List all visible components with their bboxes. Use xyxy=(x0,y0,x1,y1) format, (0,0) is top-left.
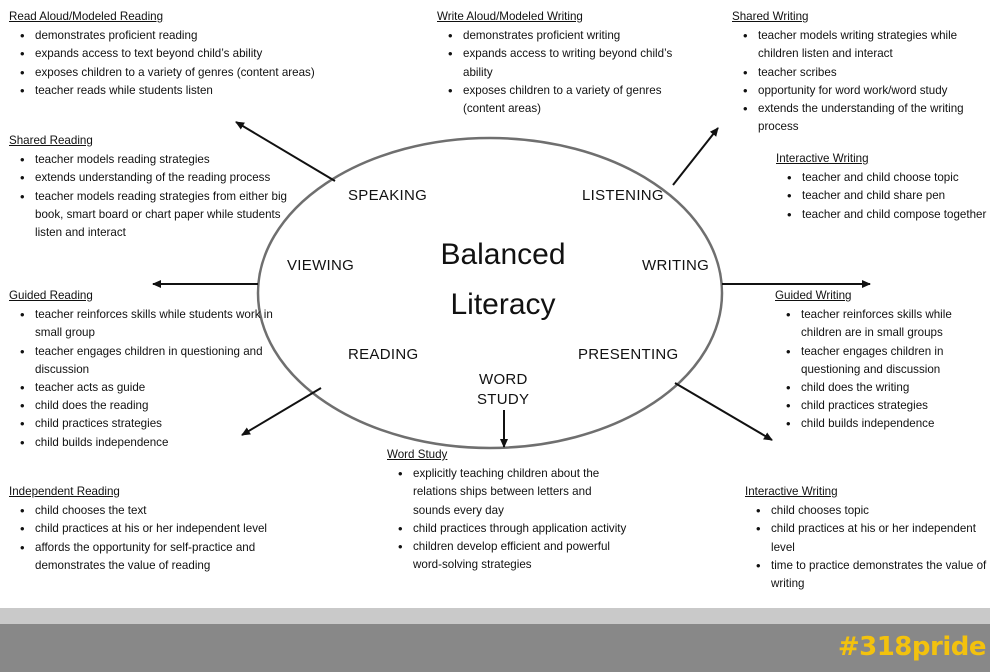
list-item: teacher and child choose topic xyxy=(776,169,988,187)
label-presenting: PRESENTING xyxy=(578,346,679,363)
list-item: teacher reinforces skills while children… xyxy=(775,306,988,342)
block-interactive-writing-2: Interactive Writing child chooses topic … xyxy=(745,483,988,593)
center-ellipse xyxy=(256,136,724,450)
label-word: WORD xyxy=(479,371,528,388)
list-item: teacher and child share pen xyxy=(776,187,988,205)
list-item: opportunity for word work/word study xyxy=(732,82,988,100)
list-item: teacher reads while students listen xyxy=(9,82,349,100)
list-item: child practices at his or her independen… xyxy=(9,520,309,538)
heading-write-aloud: Write Aloud/Modeled Writing xyxy=(437,10,583,23)
heading-guided-reading: Guided Reading xyxy=(9,289,93,302)
block-word-study: Word Study explicitly teaching children … xyxy=(387,446,632,574)
list-item: child practices strategies xyxy=(775,397,988,415)
list-item: teacher reinforces skills while students… xyxy=(9,306,289,342)
list-item: child chooses topic xyxy=(745,502,988,520)
label-speaking: SPEAKING xyxy=(348,187,428,204)
footer-band xyxy=(0,624,990,672)
label-listening: LISTENING xyxy=(582,187,664,204)
heading-read-aloud: Read Aloud/Modeled Reading xyxy=(9,10,164,23)
list-item: teacher engages children in questioning … xyxy=(775,343,988,379)
list-item: expands access to writing beyond child’s… xyxy=(437,45,697,81)
heading-guided-writing: Guided Writing xyxy=(775,289,852,302)
list-item: child builds independence xyxy=(9,434,289,452)
list-item: time to practice demonstrates the value … xyxy=(745,557,988,593)
label-writing: WRITING xyxy=(642,257,710,274)
arrow-interactive-writing xyxy=(674,382,773,441)
list-item: extends understanding of the reading pro… xyxy=(9,169,304,187)
list-item: teacher models reading strategies from e… xyxy=(9,188,304,243)
list-item: teacher and child compose together xyxy=(776,206,988,224)
list-item: child chooses the text xyxy=(9,502,309,520)
block-read-aloud: Read Aloud/Modeled Reading demonstrates … xyxy=(9,8,349,100)
block-independent-reading: Independent Reading child chooses the te… xyxy=(9,483,309,575)
list-item: exposes children to a variety of genres … xyxy=(9,64,349,82)
heading-word-study: Word Study xyxy=(387,448,448,461)
list-item: extends the understanding of the writing… xyxy=(732,100,988,136)
block-shared-writing: Shared Writing teacher models writing st… xyxy=(732,8,988,136)
list-item: children develop efficient and powerful … xyxy=(387,538,632,574)
label-study: STUDY xyxy=(477,391,530,408)
list-item: child does the writing xyxy=(775,379,988,397)
list-item: teacher acts as guide xyxy=(9,379,289,397)
heading-independent-reading: Independent Reading xyxy=(9,485,120,498)
list-item: child builds independence xyxy=(775,415,988,433)
list-item: exposes children to a variety of genres … xyxy=(437,82,697,118)
center-title-line2: Literacy xyxy=(450,288,556,321)
footer-hashtag: #318pride xyxy=(837,632,987,662)
list-item: child practices strategies xyxy=(9,415,289,433)
list-item: child practices through application acti… xyxy=(387,520,632,538)
list-item: teacher models reading strategies xyxy=(9,151,304,169)
list-item: teacher models writing strategies while … xyxy=(732,27,988,63)
label-viewing: VIEWING xyxy=(287,257,355,274)
block-interactive-writing-1: Interactive Writing teacher and child ch… xyxy=(776,150,988,224)
label-reading: READING xyxy=(348,346,419,363)
list-item: demonstrates proficient writing xyxy=(437,27,697,45)
list-item: teacher engages children in questioning … xyxy=(9,343,289,379)
heading-interactive-writing-2: Interactive Writing xyxy=(745,485,838,498)
list-item: child does the reading xyxy=(9,397,289,415)
list-item: expands access to text beyond child’s ab… xyxy=(9,45,349,63)
list-item: demonstrates proficient reading xyxy=(9,27,349,45)
block-guided-reading: Guided Reading teacher reinforces skills… xyxy=(9,287,289,452)
heading-shared-reading: Shared Reading xyxy=(9,134,93,147)
footer-band-light xyxy=(0,608,990,624)
list-item: teacher scribes xyxy=(732,64,988,82)
arrow-shared-writing xyxy=(672,127,719,186)
block-write-aloud: Write Aloud/Modeled Writing demonstrates… xyxy=(437,8,697,118)
center-title-line1: Balanced xyxy=(440,238,566,271)
block-guided-writing: Guided Writing teacher reinforces skills… xyxy=(775,287,988,434)
list-item: explicitly teaching children about the r… xyxy=(387,465,632,520)
list-item: child practices at his or her independen… xyxy=(745,520,988,556)
heading-shared-writing: Shared Writing xyxy=(732,10,809,23)
block-shared-reading: Shared Reading teacher models reading st… xyxy=(9,132,304,242)
list-item: affords the opportunity for self-practic… xyxy=(9,539,309,575)
heading-interactive-writing-1: Interactive Writing xyxy=(776,152,869,165)
